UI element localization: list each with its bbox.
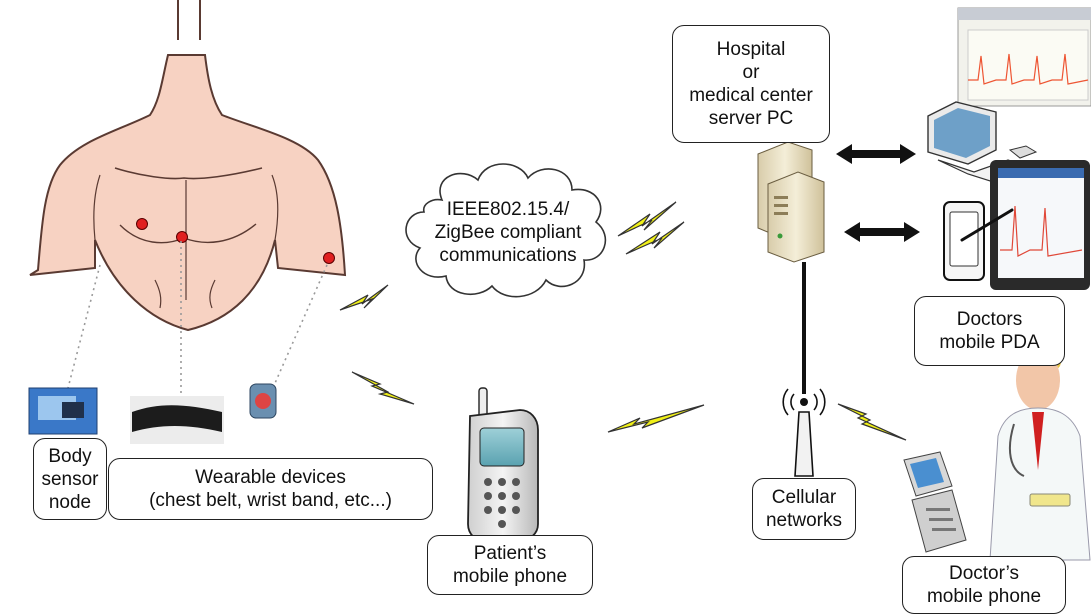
sensor-node-photo: [28, 387, 98, 435]
mobile-phone-icon: [467, 387, 539, 543]
hospital-label-line: Hospital: [716, 39, 786, 60]
leader-lines: [67, 241, 328, 398]
sensor-dot: [176, 231, 188, 243]
flip-phone-icon: [903, 451, 967, 553]
hospital-label-line: or: [742, 62, 760, 83]
body-sensor-label-line: node: [48, 491, 92, 513]
ecg-screen-thumbnail: [957, 7, 1091, 107]
body-sensor-label-line: sensor: [41, 468, 99, 490]
body-sensor-label: Body sensor node: [33, 438, 107, 520]
doctors-pda-label-line: Doctors: [956, 309, 1023, 330]
lightning-bolt-icon: [351, 371, 415, 405]
doctor-phone-label: Doctor’s mobile phone: [902, 556, 1066, 614]
server-icon: [757, 141, 825, 263]
cloud-label-line: ZigBee compliant: [434, 222, 582, 243]
double-arrow-icon: [836, 144, 916, 164]
antenna-tower-icon: [782, 388, 826, 477]
cellular-networks-label-line: Cellular: [771, 487, 837, 508]
pda-icon: [943, 201, 1014, 281]
wearable-devices-label: Wearable devices (chest belt, wrist band…: [108, 458, 433, 520]
chest-belt-photo: [130, 396, 224, 444]
doctor-phone-label-line: mobile phone: [926, 586, 1042, 607]
body-sensor-label-line: Body: [48, 445, 92, 467]
wearable-devices-label-line: Wearable devices: [195, 467, 346, 488]
doctor-phone-label-line: Doctor’s: [948, 563, 1020, 584]
lightning-bolt-icon: [607, 404, 705, 433]
cloud-label-line: communications: [439, 245, 577, 266]
cloud-label: IEEE802.15.4/ ZigBee compliant communica…: [434, 199, 582, 266]
sensor-dot: [323, 252, 335, 264]
hospital-label: Hospital or medical center server PC: [672, 25, 830, 143]
cloud-shape: [405, 163, 607, 298]
pda-screen-thumbnail: [990, 160, 1090, 290]
hospital-label-line: server PC: [708, 108, 794, 129]
wrist-band-photo: [249, 383, 277, 419]
patient-phone-label: Patient’s mobile phone: [427, 535, 593, 595]
double-arrow-icon: [844, 222, 920, 242]
doctors-pda-label: Doctors mobile PDA: [914, 296, 1065, 366]
hospital-label-line: medical center: [689, 85, 813, 106]
lightning-bolt-icon: [837, 403, 907, 441]
sensor-dot: [136, 218, 148, 230]
doctors-pda-label-line: mobile PDA: [939, 332, 1040, 353]
lightning-bolt-icon: [339, 284, 389, 311]
torso-illustration: [29, 0, 347, 332]
lightning-bolt-icon: [617, 201, 685, 255]
patient-phone-label-line: Patient’s: [473, 543, 547, 564]
patient-phone-label-line: mobile phone: [452, 566, 568, 587]
cloud-label-line: IEEE802.15.4/: [446, 199, 570, 220]
wearable-devices-label-line: (chest belt, wrist band, etc...): [149, 490, 392, 511]
cellular-networks-label-line: networks: [765, 510, 843, 531]
cellular-networks-label: Cellular networks: [752, 478, 856, 540]
